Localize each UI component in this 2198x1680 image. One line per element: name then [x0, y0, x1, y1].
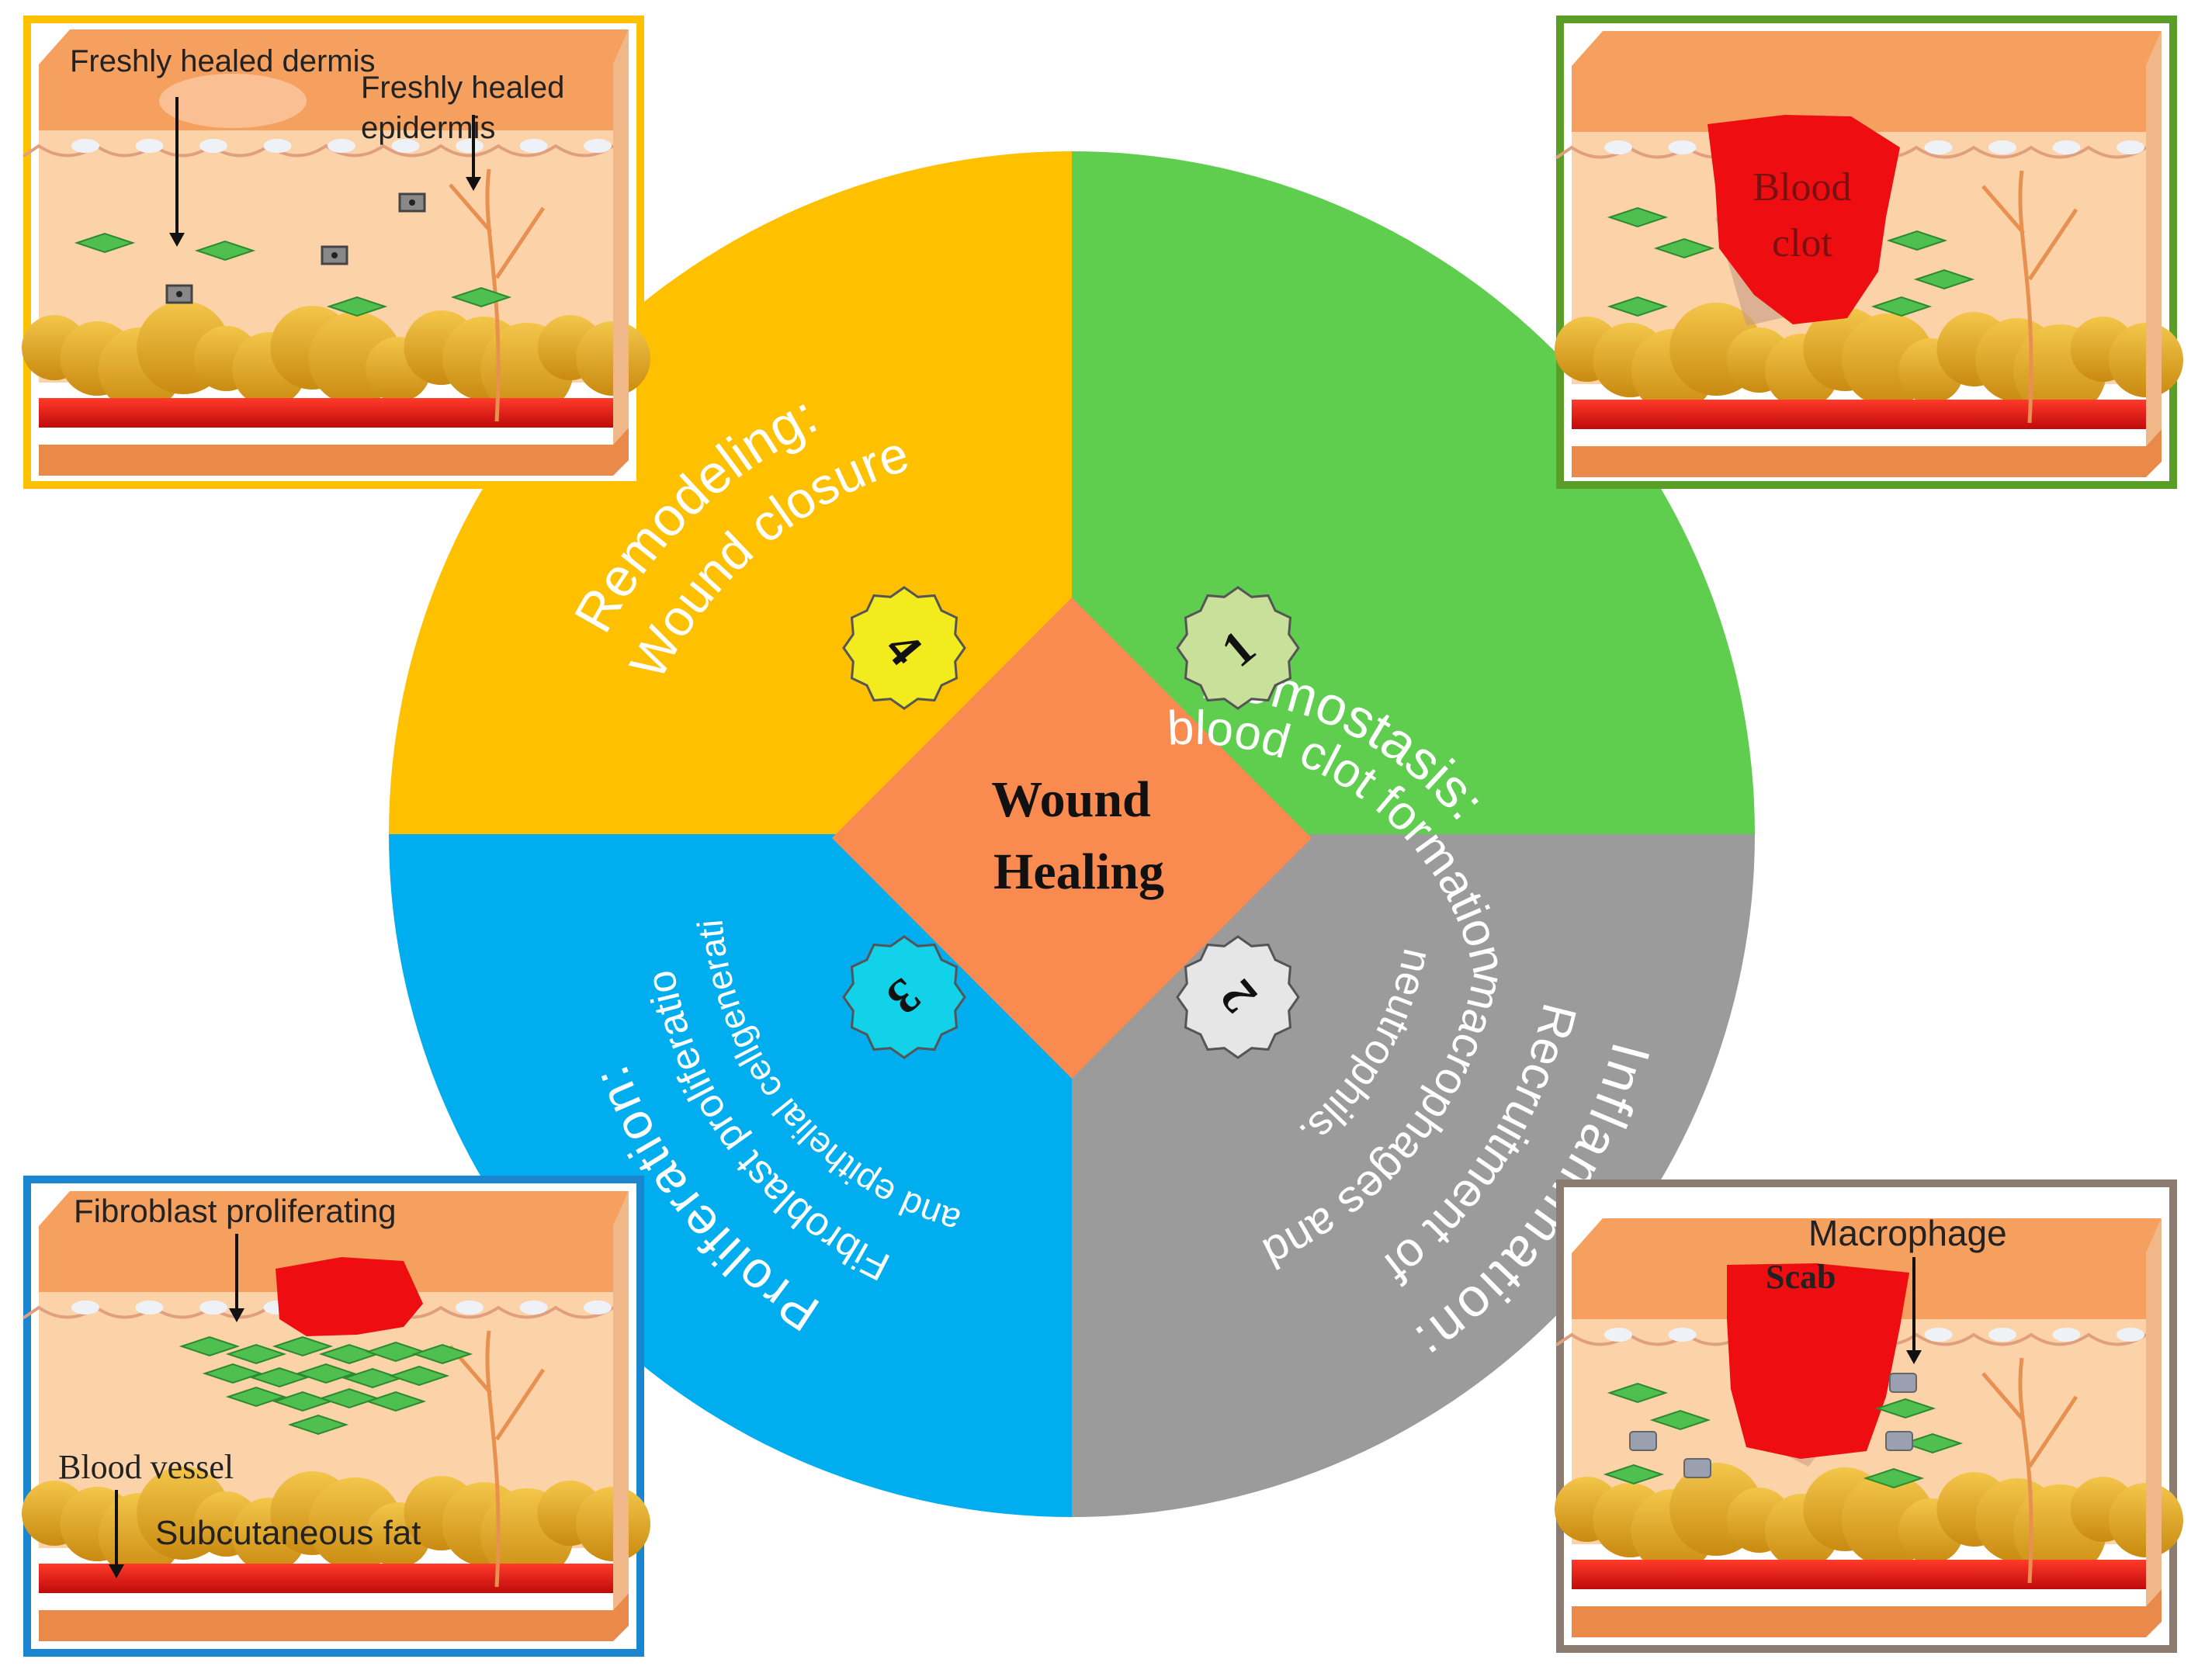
- panel-3-label-blood-vessel: Blood vessel: [58, 1448, 234, 1486]
- panel-1-label-blood: Blood: [1753, 165, 1851, 210]
- panel-3-label-subcutaneous-fat: Subcutaneous fat: [155, 1514, 421, 1552]
- panel-2-label-scab: Scab: [1766, 1258, 1836, 1296]
- panel-3-label-fibroblast: Fibroblast proliferating: [74, 1193, 397, 1229]
- panel-2-label-macrophage: Macrophage: [1808, 1213, 2007, 1253]
- panel-1-label-clot: clot: [1772, 221, 1833, 265]
- badge-3: 3: [842, 935, 966, 1059]
- panel-inflammation: Macrophage Scab: [1555, 1179, 2183, 1653]
- scab: [1727, 1263, 1909, 1459]
- center-diamond: Wound Healing: [832, 598, 1312, 1079]
- panel-4-label-dermis: Freshly healed dermis: [70, 44, 376, 78]
- panel-remodeling: Freshly healed dermis Freshly healed epi…: [22, 16, 650, 489]
- panel-hemostasis: Blood clot: [1555, 16, 2183, 489]
- blood-clot: [1707, 115, 1900, 324]
- badge-4: 4: [842, 586, 966, 710]
- badge-1: 1: [1176, 586, 1300, 710]
- panel-4-label-freshly: Freshly healed: [361, 71, 564, 105]
- badge-2: 2: [1176, 935, 1300, 1059]
- center-title-line2: Healing: [993, 843, 1164, 900]
- panel-4-label-epidermis: epidermis: [361, 111, 495, 145]
- panel-proliferation: Fibroblast proliferating Blood vessel Su…: [22, 1176, 650, 1657]
- scab: [276, 1257, 423, 1336]
- center-title-line1: Wound: [991, 771, 1150, 828]
